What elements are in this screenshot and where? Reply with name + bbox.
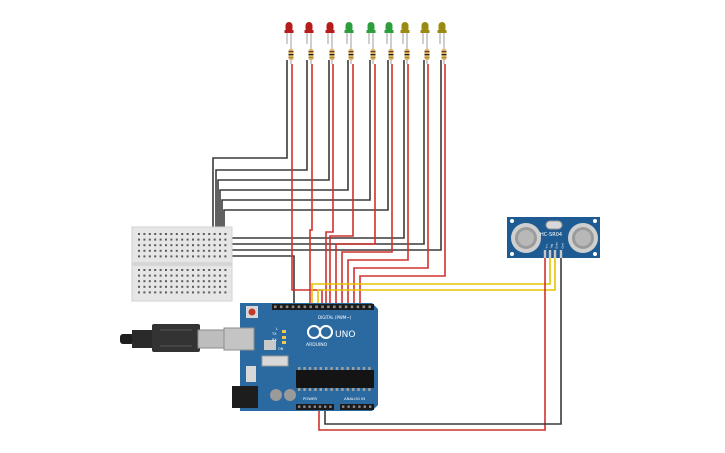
wires xyxy=(212,60,562,431)
wire-red-led9 xyxy=(359,64,446,306)
wire-black-led7 xyxy=(228,60,405,239)
led-4[interactable] xyxy=(344,22,354,64)
arduino-logo-icon xyxy=(307,325,333,339)
wire-black-sensor-gnd xyxy=(324,258,562,425)
led-6[interactable] xyxy=(384,22,394,64)
led-row xyxy=(284,22,447,64)
wire-black-led5 xyxy=(221,60,371,238)
wire-red-led6 xyxy=(341,64,393,306)
sensor-pin-vcc: Vcc xyxy=(543,243,549,258)
usb-cable-icon xyxy=(120,324,225,352)
breadboard[interactable] xyxy=(131,226,233,302)
sensor-pin-label: Echo xyxy=(555,242,559,249)
wire-black-led3 xyxy=(217,60,330,238)
rx-label: RX xyxy=(272,338,277,342)
tx-label: TX xyxy=(271,332,277,336)
wire-black-led2 xyxy=(215,60,308,238)
wire-red-led2 xyxy=(309,64,313,306)
wire-black-led4 xyxy=(219,60,349,238)
led-7[interactable] xyxy=(400,22,410,64)
resistor-8 xyxy=(424,44,430,64)
sensor-pin-gnd: Gnd xyxy=(559,243,565,258)
resistor-2 xyxy=(308,44,314,64)
power-label: POWER xyxy=(303,396,317,401)
digital-header-pins xyxy=(274,305,371,309)
transducer-left xyxy=(511,223,541,253)
sensor-pin-label: Trig xyxy=(550,244,554,249)
transducer-right xyxy=(568,223,598,253)
wire-red-sensor-vcc xyxy=(318,258,546,431)
analog-label: ANALOG IN xyxy=(344,396,365,401)
sensor-pin-trig: Trig xyxy=(548,244,554,258)
breadboard-holes xyxy=(138,233,227,294)
led-5[interactable] xyxy=(366,22,376,64)
led-8[interactable] xyxy=(420,22,430,64)
wire-black-led6 xyxy=(223,60,389,238)
sensor-pin-label: Gnd xyxy=(561,243,565,249)
arduino-uno-label: UNO xyxy=(335,330,355,340)
wire-red-led7 xyxy=(347,64,409,306)
on-label: ON xyxy=(278,347,284,351)
wire-black-led9 xyxy=(228,60,442,251)
resistor-4 xyxy=(348,44,354,64)
wire-black-led8 xyxy=(228,60,425,245)
led-9[interactable] xyxy=(437,22,447,64)
wire-red-led1 xyxy=(291,64,323,306)
wire-red-led5 xyxy=(335,64,376,306)
resistor-7 xyxy=(404,44,410,64)
wire-yellow-echo xyxy=(317,258,556,306)
chip-legs xyxy=(298,367,371,391)
wire-red-led3 xyxy=(325,64,334,306)
led-2[interactable] xyxy=(304,22,314,64)
wire-black-led1 xyxy=(212,60,288,238)
resistor-6 xyxy=(388,44,394,64)
sensor-pin-echo: Echo xyxy=(553,242,559,258)
wire-yellow-trig xyxy=(311,258,551,306)
resistor-3 xyxy=(329,44,335,64)
resistor-9 xyxy=(441,44,447,64)
wire-red-led8 xyxy=(353,64,429,306)
wire-black-bb-gnd xyxy=(228,255,295,306)
led-1[interactable] xyxy=(284,22,294,64)
resistor-1 xyxy=(288,44,294,64)
power-header-pins xyxy=(298,405,372,408)
arduino-brand-label: ARDUINO xyxy=(306,342,328,348)
l-label: L xyxy=(276,327,278,331)
sensor-model-label: HC-SR04 xyxy=(540,232,562,238)
resistor-5 xyxy=(370,44,376,64)
sensor-pin-label: Vcc xyxy=(545,243,549,248)
digital-label: DIGITAL (PWM~) xyxy=(318,315,352,320)
arduino-uno-board[interactable]: UNO ARDUINO DIGITAL (PWM~) POWER ANALOG … xyxy=(223,303,378,411)
led-3[interactable] xyxy=(325,22,335,64)
wire-red-led4 xyxy=(329,64,354,306)
